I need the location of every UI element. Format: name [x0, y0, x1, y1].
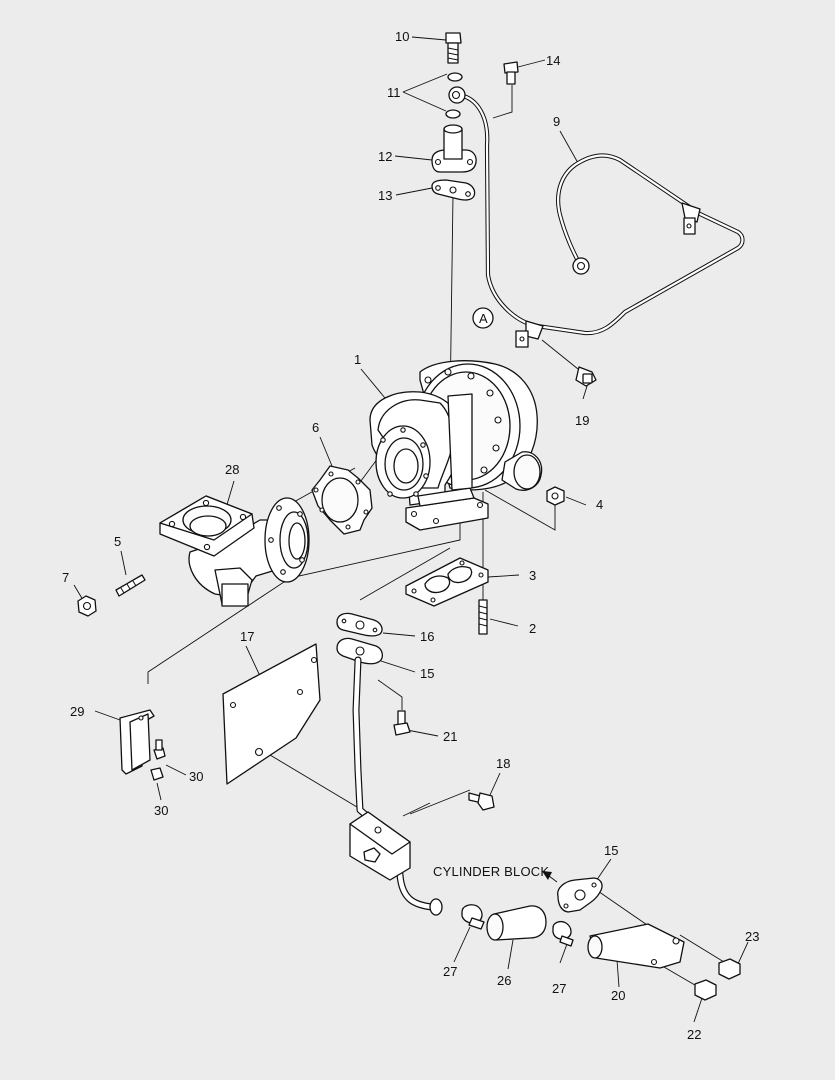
callout-23: 23 [745, 929, 759, 944]
callout-3: 3 [529, 568, 536, 583]
exhaust-elbow-28 [159, 495, 310, 607]
callout-11: 11 [387, 85, 401, 100]
nut-4 [546, 486, 565, 506]
bolt-18 [468, 792, 495, 811]
callout-7: 7 [62, 570, 69, 585]
callout-14: 14 [546, 53, 560, 68]
callout-30-lower: 30 [154, 803, 168, 818]
callout-12: 12 [378, 149, 392, 164]
oil-inlet-fittings [431, 32, 597, 387]
oil-feed-pipe [448, 86, 745, 348]
callout-5: 5 [114, 534, 121, 549]
lower-hose-assembly [461, 871, 741, 1001]
callout-15-upper: 15 [420, 666, 434, 681]
nut-7 [77, 595, 97, 617]
callout-17: 17 [240, 629, 254, 644]
callout-4: 4 [596, 497, 603, 512]
gasket-16 [336, 612, 383, 637]
callout-19: 19 [575, 413, 589, 428]
turbocharger [369, 360, 543, 531]
bolt-21 [393, 710, 411, 736]
callout-9: 9 [553, 114, 560, 129]
callout-26: 26 [497, 973, 511, 988]
callout-6: 6 [312, 420, 319, 435]
callout-16: 16 [420, 629, 434, 644]
bracket-29 [119, 709, 166, 781]
stud-2 [478, 599, 488, 635]
gasket-6 [311, 465, 373, 535]
callout-20: 20 [611, 988, 625, 1003]
oil-return-pipe [336, 637, 443, 916]
gasket-3 [405, 557, 489, 607]
callout-22: 22 [687, 1027, 701, 1042]
callout-21: 21 [443, 729, 457, 744]
stud-5 [115, 574, 146, 597]
callout-27-left: 27 [443, 964, 457, 979]
callout-10: 10 [395, 29, 409, 44]
cylinder-block-label: CYLINDER BLOCK [433, 864, 549, 879]
plate-17 [222, 643, 321, 785]
callout-29: 29 [70, 704, 84, 719]
callout-30-right: 30 [189, 769, 203, 784]
callout-2: 2 [529, 621, 536, 636]
callout-27-right: 27 [552, 981, 566, 996]
callout-28: 28 [225, 462, 239, 477]
view-marker-a [472, 307, 494, 329]
callout-1: 1 [354, 352, 361, 367]
callout-18: 18 [496, 756, 510, 771]
callout-15-lower: 15 [604, 843, 618, 858]
callout-13: 13 [378, 188, 392, 203]
view-marker-label: A [479, 311, 488, 326]
callout-labels: 10 11 12 13 14 9 A 19 1 6 28 4 5 7 3 2 1… [62, 29, 759, 1042]
